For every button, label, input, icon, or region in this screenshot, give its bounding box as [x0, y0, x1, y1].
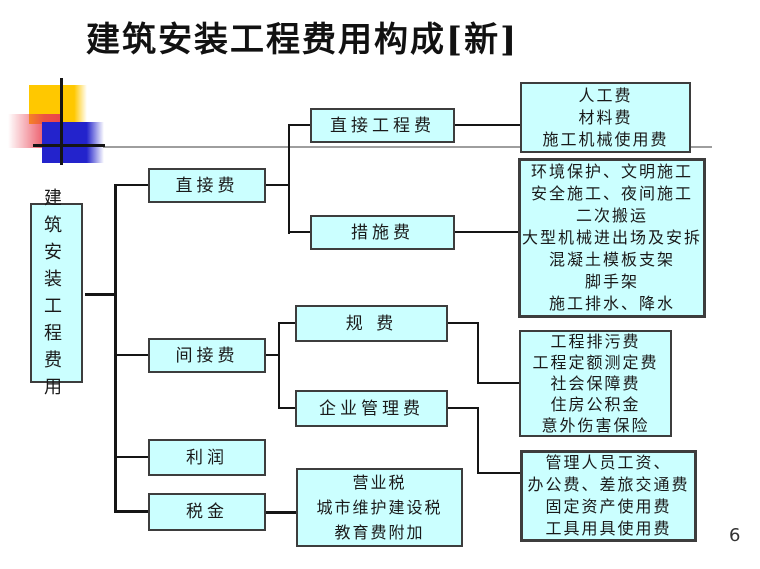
connector-management-out-h1 [448, 407, 479, 409]
connector-to-measures [290, 231, 310, 233]
connector-indirect-cost-out [266, 354, 280, 356]
node-indirect-cost: 间接费 [148, 338, 266, 373]
detail-statutory-items: 工程排污费 工程定额测定费 社会保障费 住房公积金 意外伤害保险 [519, 330, 672, 437]
connector-trunk [114, 184, 117, 513]
node-total-cost: 建筑 安装 工程 费用 [30, 188, 83, 398]
decoration-gray-rule [103, 146, 712, 148]
detail-labor-material-machinery: 人工费 材料费 施工机械使用费 [520, 82, 691, 153]
connector-trunk-indirect-cost [117, 354, 148, 356]
node-measures-cost: 措施费 [310, 215, 455, 250]
node-tax: 税金 [148, 493, 266, 531]
connector-trunk-direct-cost [117, 184, 148, 186]
connector-to-statutory-fees [280, 322, 295, 324]
connector-measures-detail [455, 231, 518, 233]
connector-statutory-out-v [477, 322, 479, 384]
blue-square-decoration [42, 122, 104, 163]
connector-trunk-tax [114, 510, 148, 513]
connector-direct-engineering-detail [455, 124, 520, 126]
slide-title: 建筑安装工程费用构成[新] [86, 20, 519, 60]
connector-root-trunk [85, 293, 115, 296]
connector-to-direct-engineering [290, 124, 310, 126]
connector-management-out-v [477, 407, 479, 474]
connector-trunk-profit [117, 456, 148, 458]
connector-indirect-branch [278, 322, 280, 409]
decoration-horizontal-line [33, 144, 105, 147]
node-direct-engineering-cost: 直接工程费 [310, 108, 455, 143]
connector-tax-business-tax [266, 511, 296, 514]
detail-management-items: 管理人员工资、 办公费、差旅交通费 固定资产使用费 工具用具使用费 [520, 450, 697, 542]
connector-statutory-out-h1 [448, 322, 479, 324]
connector-statutory-detail [479, 382, 519, 384]
node-profit: 利润 [148, 439, 266, 476]
detail-measures-items: 环境保护、文明施工 安全施工、夜间施工 二次搬运 大型机械进出场及安拆 混凝土模… [518, 158, 706, 318]
connector-to-enterprise-management [280, 407, 295, 409]
connector-direct-cost-branch [288, 124, 290, 234]
connector-management-detail [479, 472, 520, 474]
page-number: 6 [729, 525, 741, 546]
connector-direct-cost-out [266, 184, 290, 186]
node-business-tax-group: 营业税 城市维护建设税 教育费附加 [296, 468, 463, 547]
node-statutory-fees: 规 费 [295, 305, 448, 342]
node-enterprise-management-cost: 企业管理费 [295, 390, 448, 427]
decoration-vertical-line [60, 78, 63, 165]
node-direct-cost: 直接费 [148, 168, 266, 203]
